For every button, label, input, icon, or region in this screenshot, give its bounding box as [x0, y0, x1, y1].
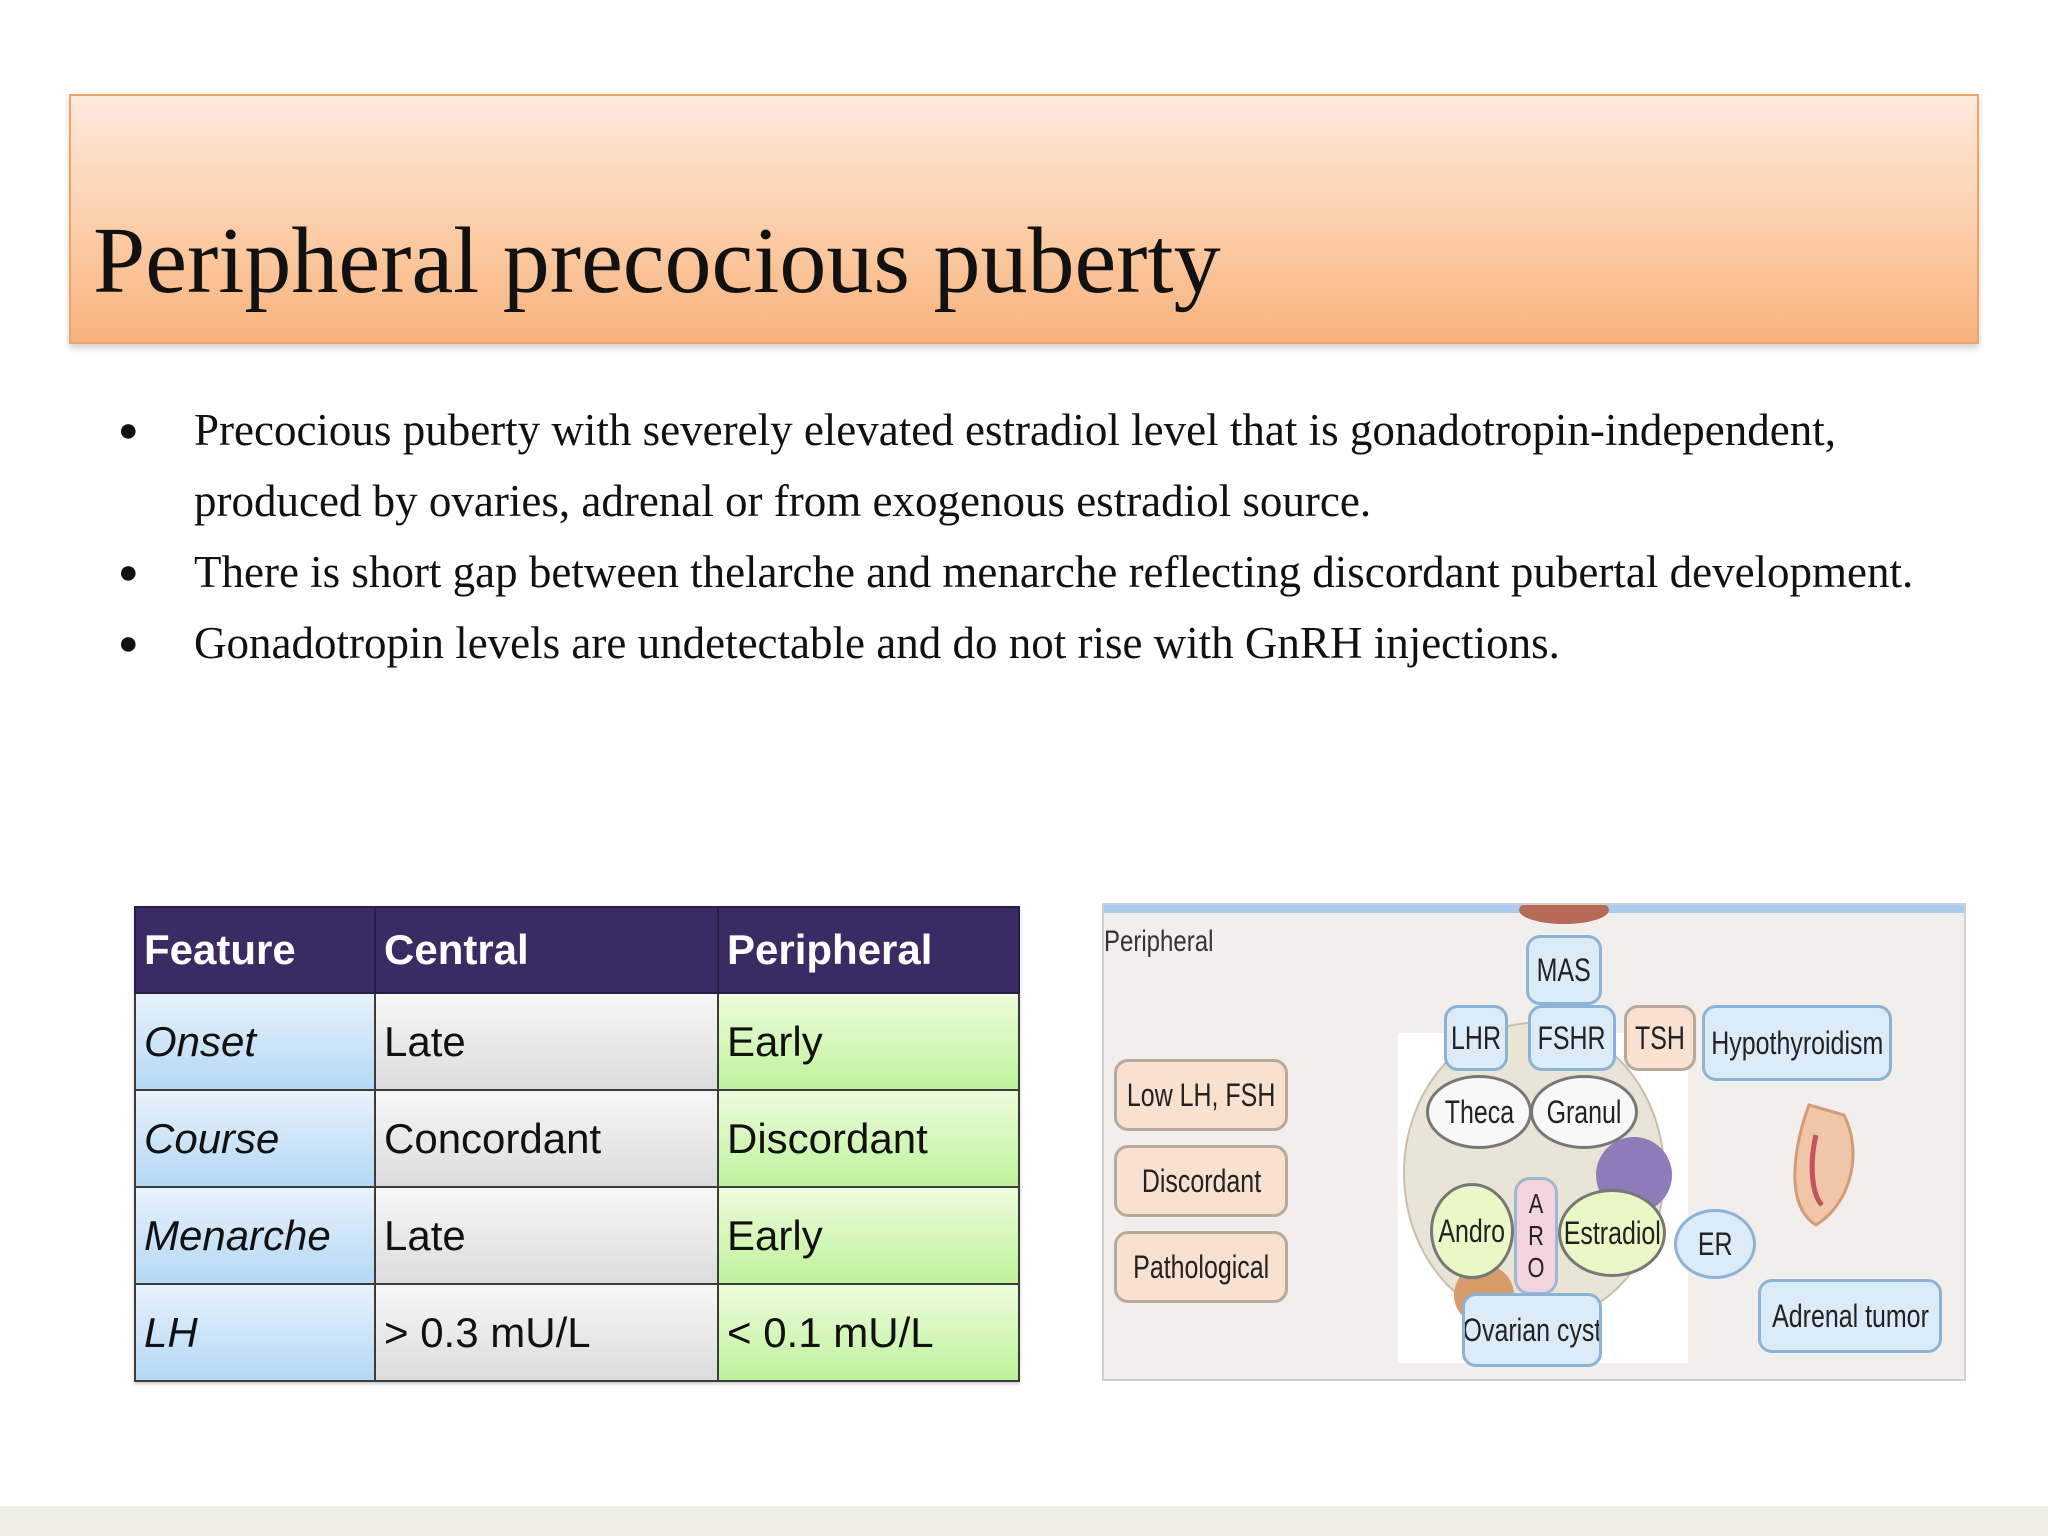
node-estradiol: Estradiol: [1558, 1189, 1666, 1277]
bullet-item: ● There is short gap between thelarche a…: [110, 537, 1960, 608]
peripheral-diagram: Peripheral Low LH, FSH Discordant Pathol…: [1102, 903, 1966, 1381]
cell-peripheral: < 0.1 mU/L: [717, 1283, 1020, 1382]
comparison-table: Feature Central Peripheral Onset Late Ea…: [134, 906, 1020, 1382]
node-granul: Granul: [1530, 1075, 1638, 1149]
table-row: Onset Late Early: [134, 992, 1020, 1091]
bullet-dot-icon: ●: [118, 554, 139, 591]
table-row: Course Concordant Discordant: [134, 1089, 1020, 1188]
cell-central: Late: [374, 992, 719, 1091]
cell-peripheral: Early: [717, 1186, 1020, 1285]
bullet-text: There is short gap between thelarche and…: [194, 547, 1914, 597]
header-feature: Feature: [134, 906, 376, 994]
cell-central: > 0.3 mU/L: [374, 1283, 719, 1382]
adrenal-gland-shape: [1793, 1103, 1855, 1227]
cell-peripheral: Discordant: [717, 1089, 1020, 1188]
table-row: Menarche Late Early: [134, 1186, 1020, 1285]
cell-feature: Onset: [134, 992, 376, 1091]
header-central: Central: [374, 906, 719, 994]
node-lhr: LHR: [1444, 1005, 1508, 1071]
table-row: LH > 0.3 mU/L < 0.1 mU/L: [134, 1283, 1020, 1382]
top-structure-shape: [1519, 905, 1609, 924]
node-andro: Andro: [1430, 1183, 1514, 1279]
bullet-list: ● Precocious puberty with severely eleva…: [110, 395, 1960, 679]
cell-feature: LH: [134, 1283, 376, 1382]
cell-feature: Menarche: [134, 1186, 376, 1285]
title-banner: Peripheral precocious puberty: [69, 94, 1979, 344]
node-er: ER: [1674, 1209, 1756, 1279]
node-fshr: FSHR: [1528, 1005, 1616, 1071]
table-header-row: Feature Central Peripheral: [134, 906, 1020, 994]
box-pathological: Pathological: [1114, 1231, 1288, 1303]
cell-central: Late: [374, 1186, 719, 1285]
bullet-item: ● Gonadotropin levels are undetectable a…: [110, 608, 1960, 679]
bullet-dot-icon: ●: [118, 625, 139, 662]
slide-title: Peripheral precocious puberty: [93, 209, 1221, 313]
bullet-dot-icon: ●: [118, 412, 139, 449]
node-tsh: TSH: [1624, 1005, 1696, 1071]
cell-feature: Course: [134, 1089, 376, 1188]
node-adrenal-tumor: Adrenal tumor: [1758, 1279, 1942, 1353]
bullet-item: ● Precocious puberty with severely eleva…: [110, 395, 1960, 537]
adrenal-vessel-shape: [1809, 1134, 1824, 1207]
cell-peripheral: Early: [717, 992, 1020, 1091]
node-theca: Theca: [1426, 1075, 1532, 1149]
node-mas: MAS: [1526, 935, 1602, 1005]
node-ovarian-cyst: Ovarian cyst: [1462, 1293, 1602, 1367]
node-hypothyroidism: Hypothyroidism: [1702, 1005, 1892, 1081]
cell-central: Concordant: [374, 1089, 719, 1188]
bullet-text: Gonadotropin levels are undetectable and…: [194, 618, 1560, 668]
box-discordant: Discordant: [1114, 1145, 1288, 1217]
node-aro: A R O: [1514, 1177, 1558, 1295]
header-peripheral: Peripheral: [717, 906, 1020, 994]
box-low-lh-fsh: Low LH, FSH: [1114, 1059, 1288, 1131]
diagram-label: Peripheral: [1104, 925, 1214, 958]
footer-strip: [0, 1506, 2048, 1536]
bullet-text: Precocious puberty with severely elevate…: [194, 405, 1836, 526]
